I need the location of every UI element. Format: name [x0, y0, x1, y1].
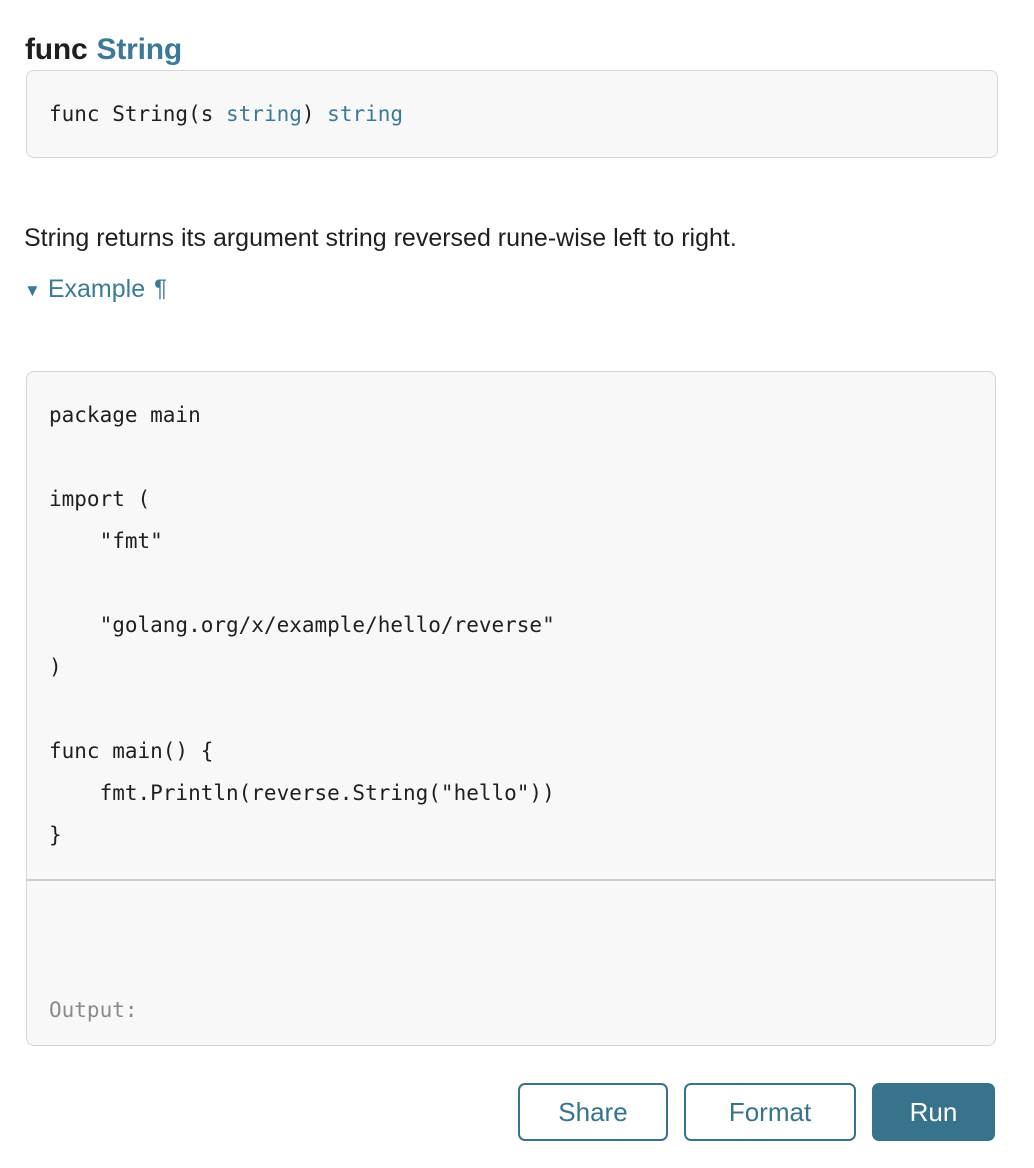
example-toggle[interactable]: ▼ Example ¶	[24, 272, 167, 306]
signature-return-type: string	[327, 102, 404, 126]
func-name: String	[96, 33, 183, 67]
signature-param-type: string	[226, 102, 302, 126]
panel-divider	[27, 879, 995, 881]
run-button[interactable]: Run	[872, 1083, 995, 1141]
function-description: String returns its argument string rever…	[24, 224, 737, 252]
signature-middle: )	[301, 102, 328, 126]
function-signature-box: func String(s string) string	[26, 70, 998, 158]
playground-button-bar: Share Format Run	[518, 1083, 995, 1141]
pilcrow-anchor-icon[interactable]: ¶	[154, 275, 167, 302]
output-area: Output: olleh	[27, 881, 995, 1045]
signature-prefix: func String(s	[49, 102, 227, 126]
format-button[interactable]: Format	[684, 1083, 856, 1141]
example-toggle-label: Example	[47, 275, 146, 303]
func-keyword: func	[25, 33, 88, 67]
share-button[interactable]: Share	[518, 1083, 668, 1141]
playground-panel: package main import ( "fmt" "golang.org/…	[26, 371, 996, 1046]
function-signature-code: func String(s string) string	[49, 99, 403, 129]
chevron-down-icon: ▼	[24, 280, 41, 300]
code-editor[interactable]: package main import ( "fmt" "golang.org/…	[49, 403, 555, 847]
output-label: Output:	[49, 998, 138, 1022]
